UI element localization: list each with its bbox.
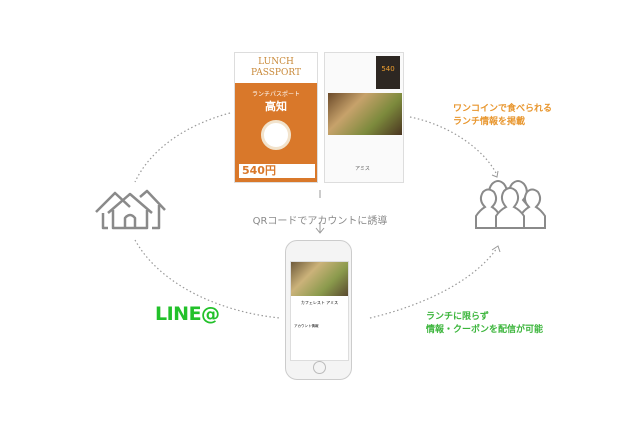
shop-header-photo <box>291 262 348 296</box>
home-button[interactable] <box>313 361 326 374</box>
flyer-price: 540円 <box>239 164 315 178</box>
arrow-head-top-right <box>491 170 499 178</box>
people-icon <box>475 180 546 229</box>
flyer-back-price: 540 <box>376 56 400 89</box>
orange-caption-line2: ランチ情報を掲載 <box>453 117 526 127</box>
shop-name: カフェレスト アミス <box>300 300 339 305</box>
arrow-head-bottom-right <box>491 245 501 253</box>
lunch-passport-flyer-back: 540 アミス <box>324 52 404 183</box>
phone-screen: カフェレスト アミス アカウント情報 <box>290 261 349 361</box>
arrow-down <box>315 190 325 234</box>
flyer-back-shop: アミス <box>355 166 370 172</box>
green-caption: ランチに限らず 情報・クーポンを配信が可能 <box>426 311 543 337</box>
arc-bottom-right <box>369 247 498 319</box>
green-caption-line2: 情報・クーポンを配信が可能 <box>426 325 544 335</box>
orange-caption: ワンコインで食べられる ランチ情報を掲載 <box>453 103 552 129</box>
flyer-title-line1: LUNCH <box>258 57 294 67</box>
food-photo <box>328 93 402 135</box>
line-at-logo: LINE@ <box>155 303 220 325</box>
smartphone-mockup: カフェレスト アミス アカウント情報 <box>285 240 352 380</box>
green-caption-line1: ランチに限らず <box>426 312 489 322</box>
plate-illustration <box>261 120 291 150</box>
qr-caption: QRコードでアカウントに誘導 <box>252 216 388 227</box>
arc-bottom-left <box>134 239 281 319</box>
arc-top-left <box>134 112 231 183</box>
arc-top-right <box>409 116 498 176</box>
account-info-heading: アカウント情報 <box>294 324 319 328</box>
houses-icon <box>95 189 166 230</box>
orange-caption-line1: ワンコインで食べられる <box>453 104 553 114</box>
flyer-city: 高知 <box>265 100 287 113</box>
flyer-subtitle: ランチパスポート <box>251 91 300 98</box>
flyer-title-line2: PASSPORT <box>251 68 301 78</box>
